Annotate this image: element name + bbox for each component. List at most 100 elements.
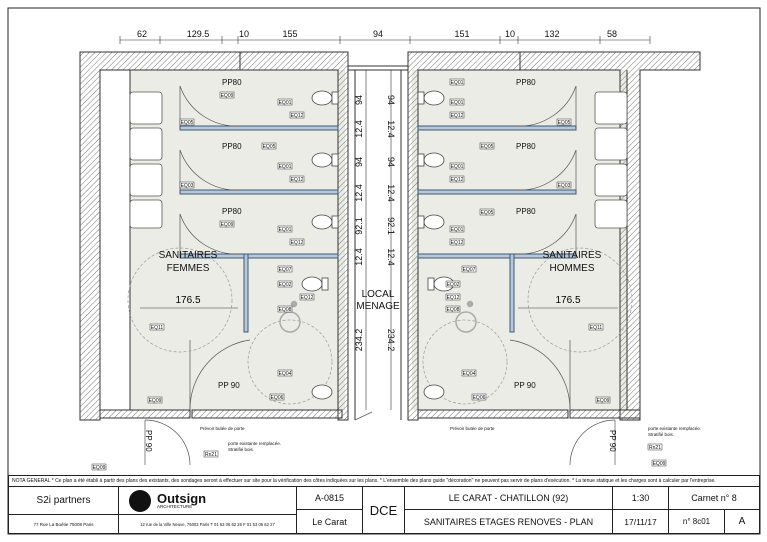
svg-text:EQ05: EQ05 xyxy=(481,210,494,216)
svg-text:Rn21: Rn21 xyxy=(205,452,217,458)
room-label-local-1: LOCAL xyxy=(362,289,395,300)
dim-v-right-2: 12.4 xyxy=(386,120,396,138)
svg-text:EQ11: EQ11 xyxy=(151,325,164,331)
svg-text:EQ12: EQ12 xyxy=(451,113,464,119)
turning-circles xyxy=(127,247,633,405)
dim-women-width: 176.5 xyxy=(175,295,200,306)
dim-top-6: 151 xyxy=(454,29,469,39)
dim-v-right-6: 12.4 xyxy=(386,248,396,266)
svg-text:EQ12: EQ12 xyxy=(301,295,314,301)
door-swings xyxy=(144,85,616,466)
company-name: S2i partners xyxy=(9,487,119,515)
room-label-men-2: HOMMES xyxy=(550,263,595,274)
svg-text:EQ09: EQ09 xyxy=(221,93,234,99)
svg-text:EQ12: EQ12 xyxy=(447,295,460,301)
room-label-men-1: SANITAIRES xyxy=(543,250,602,261)
svg-text:EQ07: EQ07 xyxy=(279,267,292,273)
room-label-local-2: MENAGE xyxy=(356,301,400,312)
dim-top-4: 155 xyxy=(282,29,297,39)
svg-text:EQ08: EQ08 xyxy=(279,307,292,313)
brand-subtitle: ARCHITECTURE xyxy=(157,503,193,509)
svg-text:EQ01: EQ01 xyxy=(451,227,464,233)
note-butee-left: Prévoir butée de porte xyxy=(200,426,245,431)
door-label-pp80: PP80 xyxy=(222,142,242,151)
cubicle-partitions xyxy=(179,125,577,333)
dim-v-left-7: 234.2 xyxy=(354,329,364,352)
sheet-number: n° 8c01 xyxy=(669,510,725,533)
dim-v-left-2: 12.4 xyxy=(354,120,364,138)
dim-v-right-7: 234.2 xyxy=(386,329,396,352)
door-label-pp80: PP80 xyxy=(516,142,536,151)
svg-text:EQ03: EQ03 xyxy=(558,183,571,189)
svg-text:EQ04: EQ04 xyxy=(279,371,292,377)
project-title: LE CARAT - CHATILLON (92) xyxy=(405,487,613,510)
dim-top-1: 62 xyxy=(137,29,147,39)
svg-text:EQ06: EQ06 xyxy=(271,395,284,401)
title-block: S2i partners 77 Rue La Boétie 75008 Pari… xyxy=(8,486,760,534)
svg-text:EQ01: EQ01 xyxy=(451,164,464,170)
dim-v-left-4: 12.4 xyxy=(354,184,364,202)
dim-v-right-5: 92.1 xyxy=(386,217,396,235)
revision: A xyxy=(738,516,746,527)
phase: DCE xyxy=(363,487,405,533)
note-porte-right-2: Stratifié bois. xyxy=(648,432,674,437)
svg-text:EQ01: EQ01 xyxy=(279,164,292,170)
dim-v-left-6: 12.4 xyxy=(354,248,364,266)
sheet-title: SANITAIRES ETAGES RENOVES - PLAN xyxy=(405,510,613,533)
project-code: A-0815 xyxy=(297,487,363,510)
door-label-pp80: PP80 xyxy=(516,78,536,87)
svg-text:EQ01: EQ01 xyxy=(279,100,292,106)
dim-v-left-5: 92.1 xyxy=(354,217,364,235)
door-label-pp90-left: PP 90 xyxy=(144,430,153,452)
svg-text:EQ03: EQ03 xyxy=(181,183,194,189)
room-label-women-2: FEMMES xyxy=(167,263,210,274)
svg-text:EQ11: EQ11 xyxy=(590,325,603,331)
brand-block: Outsign ARCHITECTURE xyxy=(119,487,297,515)
svg-text:EQ09: EQ09 xyxy=(93,465,106,471)
door-label-pp90: PP 90 xyxy=(218,381,240,390)
carnet: Carnet n° 8 xyxy=(669,487,759,510)
walls xyxy=(79,51,701,421)
dim-top-8: 132 xyxy=(544,29,559,39)
general-note: NOTA GENERAL * Ce plan a été établi à pa… xyxy=(8,475,760,486)
dimension-lines xyxy=(119,36,651,410)
door-label-pp90-right: PP 90 xyxy=(608,430,617,452)
note-porte-right-1: porte existante remplacée. xyxy=(648,426,701,431)
svg-text:EQ06: EQ06 xyxy=(473,395,486,401)
svg-text:EQ01: EQ01 xyxy=(451,100,464,106)
dim-top-9: 58 xyxy=(607,29,617,39)
dim-v-left-3: 94 xyxy=(354,157,364,167)
svg-text:EQ01: EQ01 xyxy=(451,80,464,86)
svg-text:EQ08: EQ08 xyxy=(447,307,460,313)
svg-text:EQ09: EQ09 xyxy=(597,398,610,404)
brand-logo-icon xyxy=(129,489,151,512)
sinks xyxy=(129,91,628,229)
svg-text:EQ12: EQ12 xyxy=(291,113,304,119)
svg-text:EQ05: EQ05 xyxy=(481,144,494,150)
svg-text:EQ02: EQ02 xyxy=(447,282,460,288)
dim-top-2: 129.5 xyxy=(187,29,210,39)
dim-top-5: 94 xyxy=(373,29,383,39)
note-butee-mid: Prévoir butée de porte xyxy=(450,426,495,431)
dim-top-3: 10 xyxy=(239,29,249,39)
scale: 1:30 xyxy=(613,487,669,510)
svg-text:EQ07: EQ07 xyxy=(463,267,476,273)
svg-text:EQ04: EQ04 xyxy=(463,371,476,377)
dim-v-right-3: 94 xyxy=(386,157,396,167)
svg-text:EQ05: EQ05 xyxy=(263,144,276,150)
svg-text:EQ02: EQ02 xyxy=(279,282,292,288)
dim-men-width: 176.5 xyxy=(555,295,580,306)
brand-address: 12 rue de la Ville Neuve, 75002 Paris T … xyxy=(119,515,297,533)
svg-text:EQ12: EQ12 xyxy=(291,240,304,246)
dim-top-7: 10 xyxy=(505,29,515,39)
svg-text:EQ09: EQ09 xyxy=(149,398,162,404)
company-address: 77 Rue La Boétie 75008 Paris xyxy=(9,515,119,533)
date: 17/11/17 xyxy=(613,510,669,533)
svg-text:EQ01: EQ01 xyxy=(279,227,292,233)
svg-text:EQ12: EQ12 xyxy=(291,177,304,183)
door-label-pp80: PP80 xyxy=(516,207,536,216)
room-label-women-1: SANITAIRES xyxy=(159,250,218,261)
door-label-pp80: PP80 xyxy=(222,78,242,87)
